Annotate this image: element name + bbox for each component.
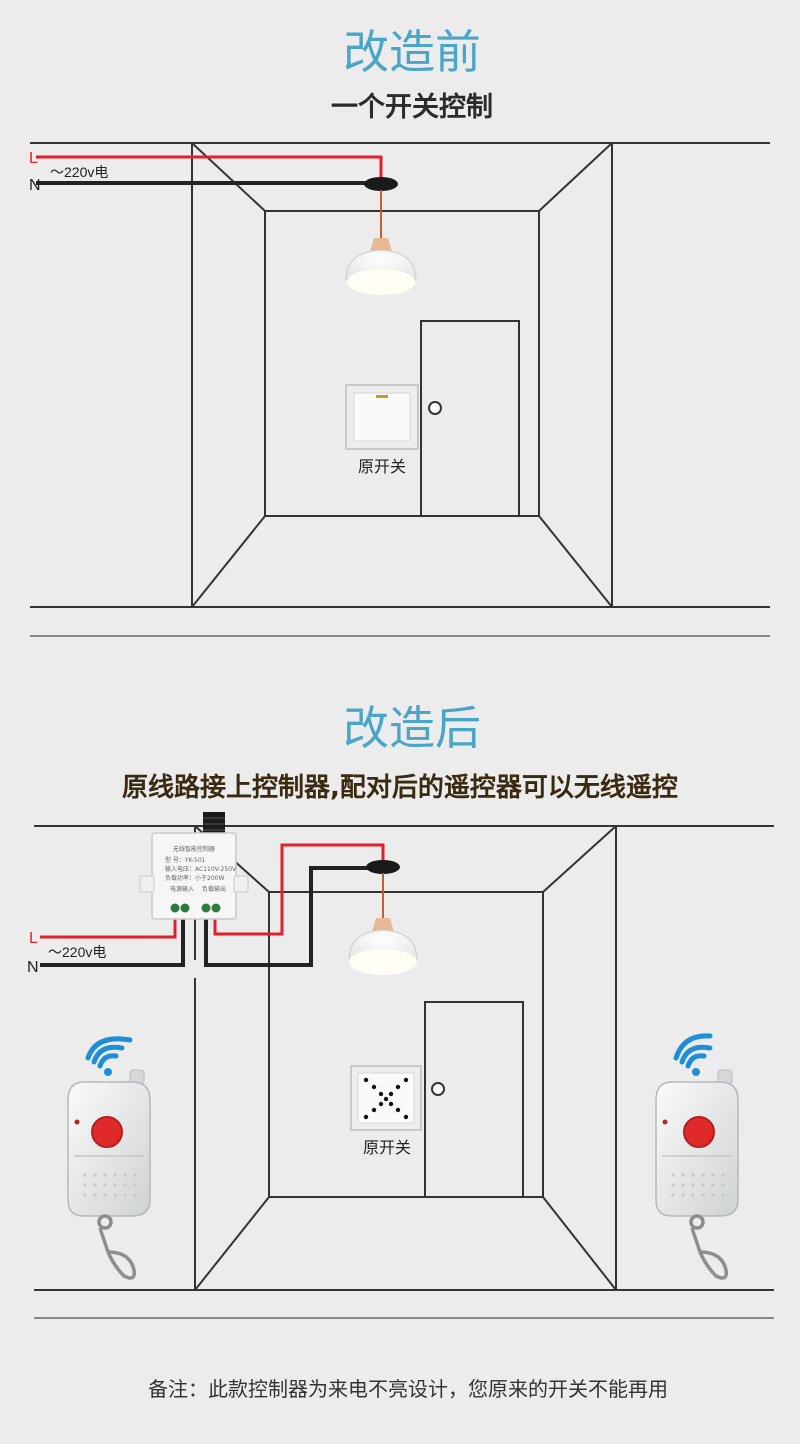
before-switch: 原开关: [345, 384, 419, 476]
terminal: [201, 903, 211, 913]
footnote: 备注：此款控制器为来电不亮设计，您原来的开关不能再用: [148, 1377, 668, 1401]
terminal: [211, 903, 221, 913]
after-lamp: [348, 860, 418, 975]
wifi-signal-icon: [673, 1033, 713, 1076]
after-title: 改造后: [343, 701, 481, 755]
lamp-socket: [370, 238, 392, 252]
controller-model: 型 号：YK-501: [165, 856, 206, 864]
neutral-wire-out: [204, 866, 383, 967]
live-wire: [36, 155, 383, 180]
terminal: [180, 903, 190, 913]
voltage-label: ～220v电: [50, 164, 108, 180]
switch-label: 原开关: [358, 458, 406, 476]
after-subtitle: 原线路接上控制器,配对后的遥控器可以无线遥控: [122, 772, 678, 803]
live-wire-label: L: [29, 930, 38, 947]
remote-control-icon: [655, 1081, 739, 1217]
ceiling-rose: [366, 860, 400, 874]
before-room: [30, 142, 770, 637]
before-subtitle: 一个开关控制: [331, 92, 493, 123]
controller-power-in: 电源输入: [170, 885, 194, 893]
neutral-wire-in: [40, 918, 185, 967]
terminal: [170, 903, 180, 913]
before-title: 改造前: [343, 25, 481, 79]
before-wires: L N ～220v电: [29, 150, 383, 194]
before-door: [420, 320, 520, 517]
keychain-icon: [97, 1214, 137, 1280]
live-wire-label: L: [29, 150, 38, 167]
wireless-controller: 无线智能控制器 型 号：YK-501 输入电压：AC110V-250V 负载功率…: [139, 812, 249, 920]
keychain-icon: [689, 1214, 729, 1280]
door-knob: [431, 1082, 445, 1096]
before-section: 改造前 一个开关控制 L N ～220v电: [29, 25, 770, 637]
neutral-wire-label: N: [29, 177, 41, 194]
after-section: 改造后 原线路接上控制器,配对后的遥控器可以无线遥控 L N: [27, 701, 774, 1319]
after-room: [34, 825, 774, 1319]
voltage-label: ～220v电: [48, 944, 106, 960]
door-knob: [428, 401, 442, 415]
remote-control-icon: [67, 1081, 151, 1217]
remote-button: [91, 1116, 123, 1148]
switch-label: 原开关: [363, 1139, 411, 1157]
controller-power: 负载功率：小于200W: [165, 874, 224, 882]
before-lamp: [345, 177, 417, 295]
remote-right: [655, 1033, 739, 1280]
lamp-light: [349, 949, 417, 975]
controller-input: 输入电压：AC110V-250V: [165, 865, 237, 873]
neutral-wire-label: N: [27, 959, 39, 976]
lamp-light: [347, 269, 415, 295]
ceiling-rose: [364, 177, 398, 191]
controller-name: 无线智能控制器: [173, 845, 215, 853]
remote-button: [683, 1116, 715, 1148]
live-wire-out: [213, 843, 385, 936]
after-door: [424, 1001, 524, 1198]
remote-left: [67, 1036, 151, 1280]
after-wires: L N ～220v电: [27, 843, 385, 978]
after-switch: 原开关: [350, 1065, 422, 1157]
controller-load-out: 负载输出: [202, 885, 226, 893]
lamp-socket: [372, 918, 394, 932]
live-wire-in: [40, 918, 177, 939]
wifi-signal-icon: [85, 1036, 133, 1076]
